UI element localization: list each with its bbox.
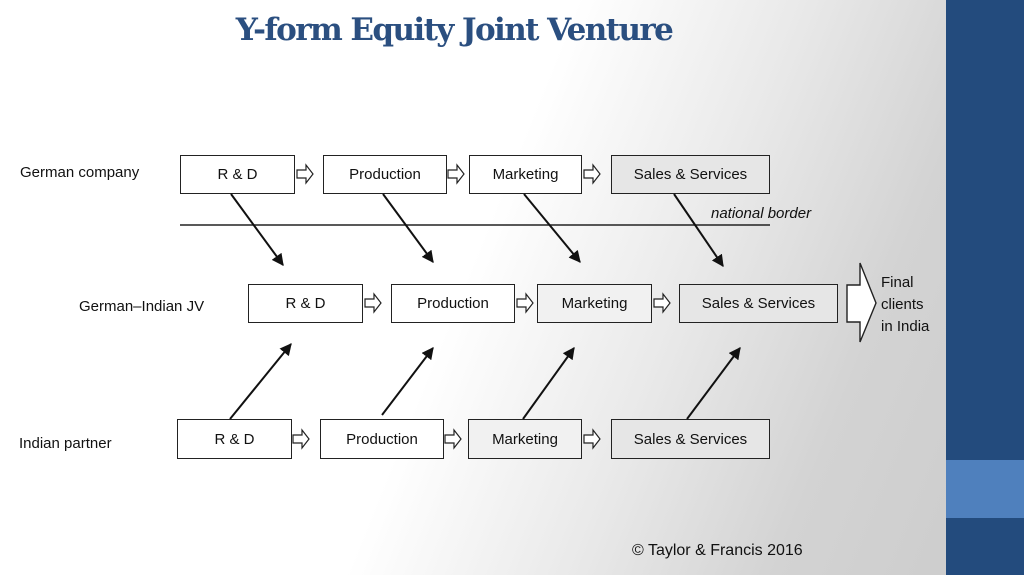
final-clients-line-3: in India (881, 318, 930, 335)
german-rd-box: R & D (180, 155, 295, 194)
label-german-indian-jv: German–Indian JV (79, 298, 205, 315)
german-production-box: Production (323, 155, 447, 194)
label-german-company: German company (20, 164, 140, 181)
indian-marketing-box: Marketing (468, 419, 582, 459)
jv-production-box: Production (391, 284, 515, 323)
flow-arrow-icon (653, 292, 671, 314)
arrow-german-sales-to-jv (673, 193, 724, 267)
indian-production-box: Production (320, 419, 444, 459)
flow-arrow-icon (447, 163, 465, 185)
label-indian-partner: Indian partner (19, 435, 112, 452)
flow-arrow-icon (444, 428, 462, 450)
german-sales-services-box: Sales & Services (611, 155, 770, 194)
flow-arrow-icon (292, 428, 310, 450)
copyright-footer: © Taylor & Francis 2016 (632, 542, 803, 559)
final-clients-line-2: clients (881, 296, 924, 313)
arrow-indian-sales-to-jv (686, 347, 741, 420)
arrow-indian-production-to-jv (381, 347, 434, 416)
jv-rd-box: R & D (248, 284, 363, 323)
sidebar-accent (946, 460, 1024, 518)
jv-sales-services-box: Sales & Services (679, 284, 838, 323)
arrow-german-marketing-to-jv (523, 193, 581, 263)
flow-arrow-icon (583, 163, 601, 185)
arrow-german-rd-to-jv (230, 193, 284, 266)
arrow-indian-rd-to-jv (229, 343, 292, 420)
arrow-indian-marketing-to-jv (522, 347, 575, 420)
slide-title: Y-form Equity Joint Venture (235, 12, 674, 48)
indian-rd-box: R & D (177, 419, 292, 459)
national-border-label: national border (711, 205, 812, 222)
arrow-german-production-to-jv (382, 193, 434, 263)
flow-arrow-icon (364, 292, 382, 314)
final-clients-arrow-icon (846, 262, 877, 343)
flow-arrow-icon (516, 292, 534, 314)
final-clients-line-1: Final (881, 274, 914, 291)
flow-arrow-icon (296, 163, 314, 185)
german-marketing-box: Marketing (469, 155, 582, 194)
indian-sales-services-box: Sales & Services (611, 419, 770, 459)
flow-arrow-icon (583, 428, 601, 450)
jv-marketing-box: Marketing (537, 284, 652, 323)
final-clients-label: Final clients in India (881, 272, 929, 338)
